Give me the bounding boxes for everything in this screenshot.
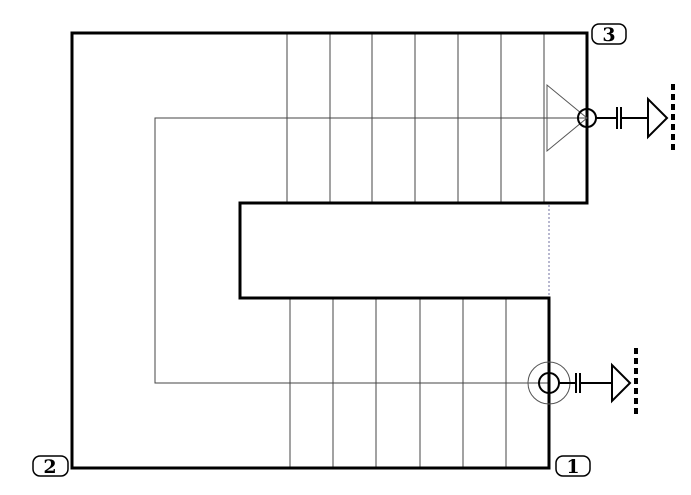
label-2-text: 2	[43, 456, 56, 478]
top-support-triangle-icon	[647, 96, 669, 140]
bottom-flight-treads	[289, 298, 507, 468]
top-flight-treads	[286, 33, 545, 203]
direction-arrow-icon	[546, 83, 588, 153]
label-1: 1	[555, 455, 591, 478]
label-3-text: 3	[602, 24, 615, 46]
walking-line	[154, 117, 587, 384]
label-3: 3	[591, 23, 627, 46]
label-2: 2	[32, 455, 69, 478]
label-1-text: 1	[566, 456, 579, 478]
bottom-support-triangle-icon	[611, 362, 632, 404]
stair-outline	[70, 31, 589, 470]
